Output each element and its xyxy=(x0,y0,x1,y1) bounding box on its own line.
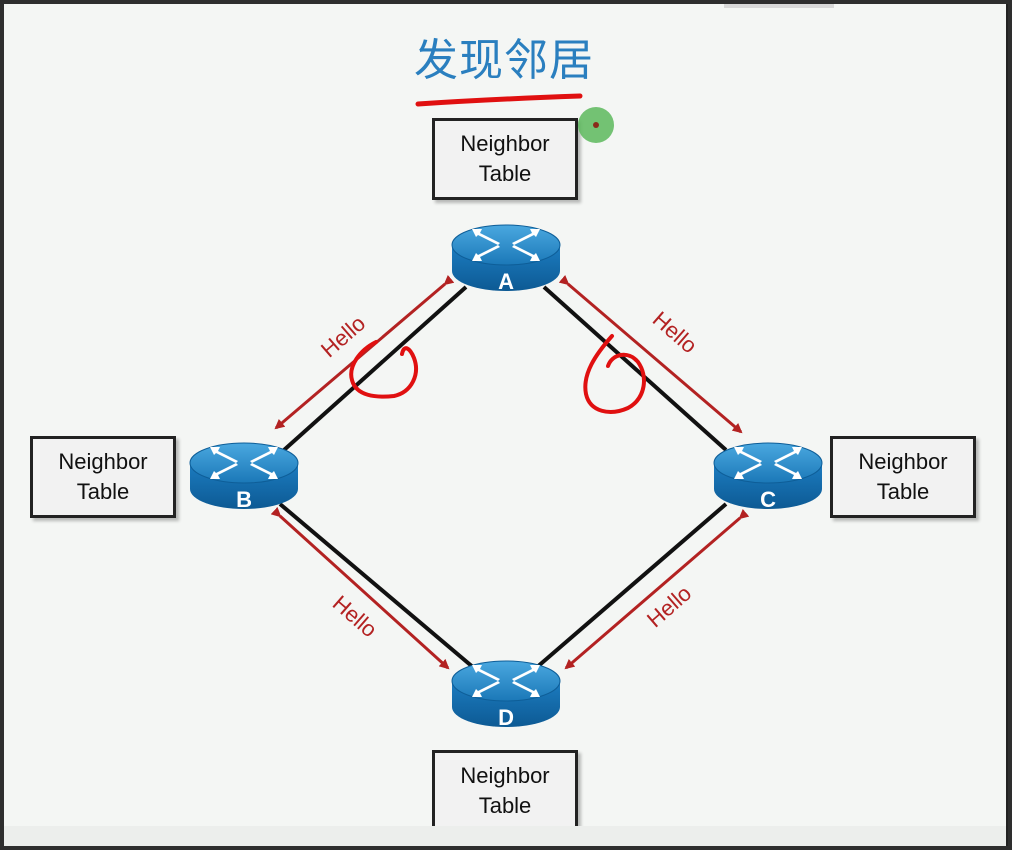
hello-label-c-d: Hello xyxy=(642,580,696,632)
link-a-c xyxy=(542,285,728,452)
neighbor-table-line1: Neighbor xyxy=(58,449,148,474)
link-b-d xyxy=(278,502,476,670)
router-d-label: D xyxy=(498,705,514,730)
router-b: B xyxy=(189,442,299,512)
neighbor-table-bottom: Neighbor Table xyxy=(432,750,578,832)
hello-arrow-a-c xyxy=(558,275,743,434)
handwritten-underline xyxy=(415,93,583,107)
slide: 发现邻居 Neighbor Table Neighbor Table Neigh… xyxy=(4,4,1008,846)
neighbor-table-top: Neighbor Table xyxy=(432,118,578,200)
window-top-strip xyxy=(724,4,834,8)
laser-pointer-icon xyxy=(578,107,614,143)
neighbor-table-left: Neighbor Table xyxy=(30,436,176,518)
hello-label-a-c: Hello xyxy=(648,306,702,358)
neighbor-table-line2: Table xyxy=(876,479,930,504)
neighbor-table-line1: Neighbor xyxy=(858,449,948,474)
hello-arrow-b-d xyxy=(270,506,450,670)
neighbor-table-line2: Table xyxy=(478,793,532,818)
router-d: D xyxy=(451,660,561,730)
router-a: A xyxy=(451,224,561,294)
slide-footer-strip xyxy=(4,826,1006,846)
hello-label-b-d: Hello xyxy=(328,590,382,642)
neighbor-table-line1: Neighbor xyxy=(460,131,550,156)
network-diagram: Hello Hello Hello Hello A B C D xyxy=(189,93,823,730)
neighbor-table-line2: Table xyxy=(76,479,130,504)
handwritten-mark-right xyxy=(583,334,646,414)
neighbor-table-line2: Table xyxy=(478,161,532,186)
handwritten-mark-left xyxy=(349,340,418,399)
hello-arrow-c-d xyxy=(564,508,750,670)
link-a-b xyxy=(282,285,468,452)
neighbor-table-right: Neighbor Table xyxy=(830,436,976,518)
page-title: 发现邻居 xyxy=(414,35,594,86)
router-c-label: C xyxy=(760,487,776,512)
router-a-label: A xyxy=(498,269,514,294)
link-c-d xyxy=(534,502,728,670)
router-b-label: B xyxy=(236,487,252,512)
router-c: C xyxy=(713,442,823,512)
neighbor-table-line1: Neighbor xyxy=(460,763,550,788)
